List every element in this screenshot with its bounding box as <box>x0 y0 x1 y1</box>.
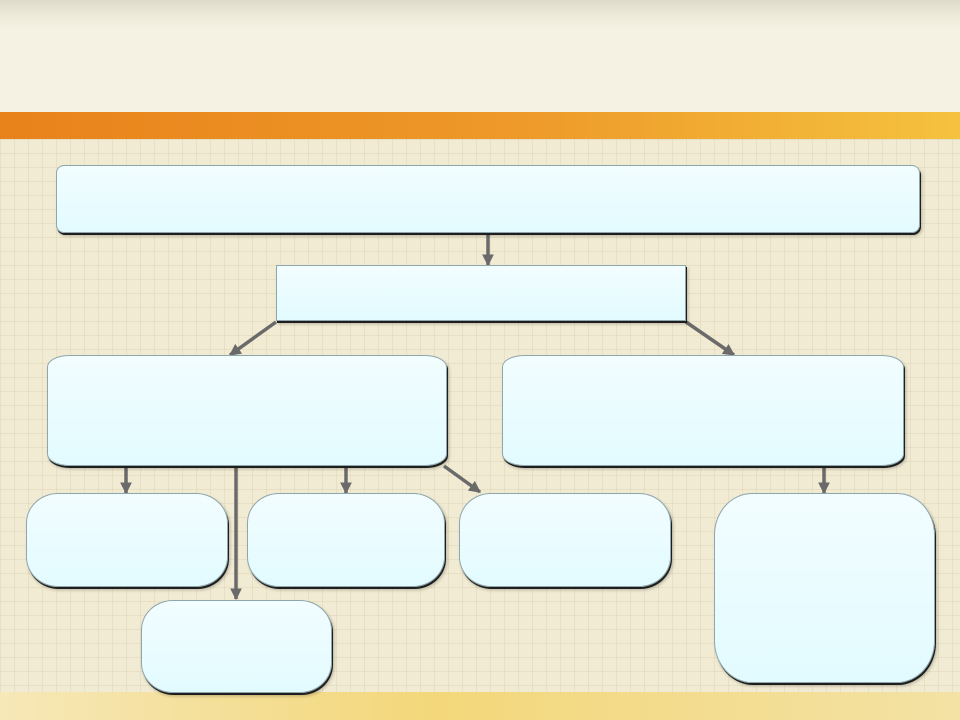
edge-level1-left-branch <box>228 320 278 357</box>
right-branch-node <box>502 355 904 466</box>
left-branch-node <box>47 355 447 466</box>
footer-band <box>0 692 960 720</box>
leaf-node-5 <box>714 493 935 683</box>
leaf-node-1 <box>26 493 228 587</box>
level1-node <box>276 265 686 321</box>
root-node <box>56 165 920 233</box>
header-band <box>0 0 960 112</box>
leaf-node-4 <box>141 600 332 693</box>
leaf-node-3 <box>459 493 671 587</box>
edge-level1-right-branch <box>685 320 735 357</box>
edge-left-branch-leaf-3 <box>442 464 482 494</box>
accent-band <box>0 112 960 139</box>
leaf-node-2 <box>247 493 445 587</box>
